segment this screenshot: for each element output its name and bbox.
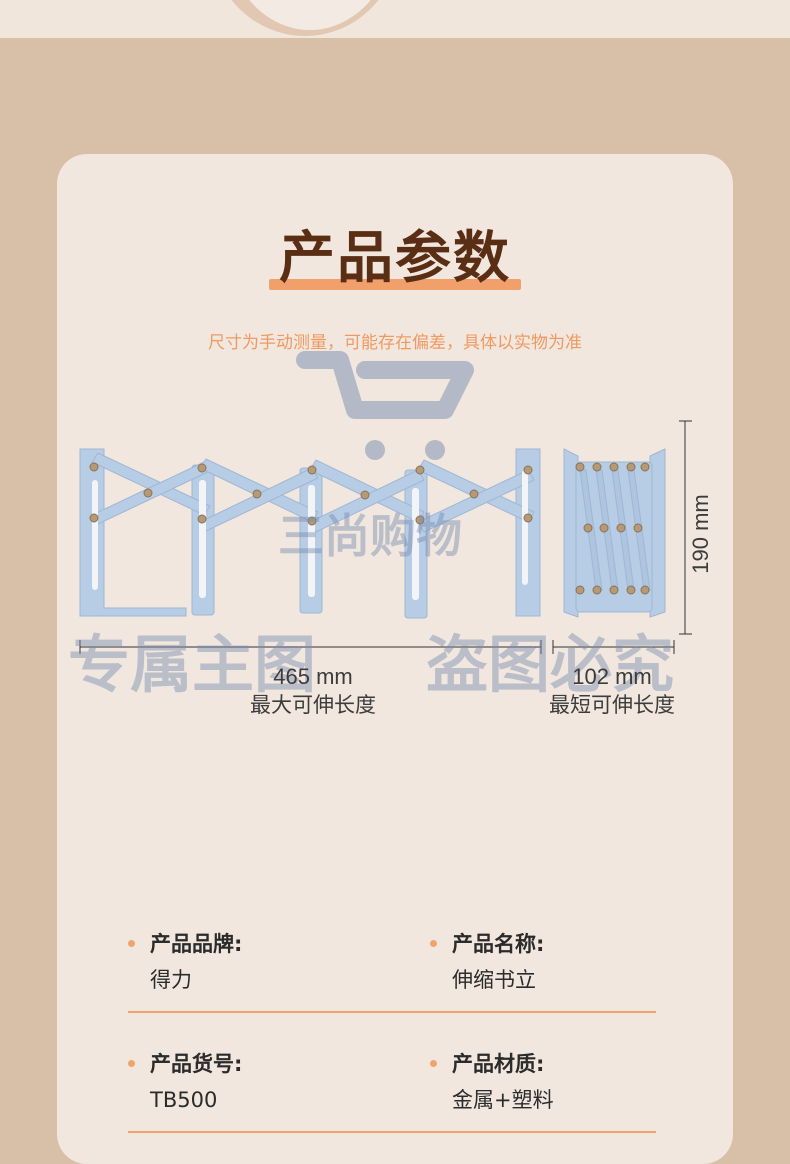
spec-key: 产品名称: bbox=[452, 932, 545, 956]
collapsed-rivets bbox=[575, 462, 650, 595]
title-underline bbox=[269, 279, 521, 290]
bullet-dot bbox=[128, 1060, 135, 1067]
max-length-value: 465 mm bbox=[273, 664, 353, 689]
spec-divider bbox=[128, 1011, 656, 1013]
height-value: 190 mm bbox=[688, 494, 713, 574]
min-length-label: 最短可伸长度 bbox=[549, 693, 675, 717]
spec-key: 产品品牌: bbox=[150, 932, 243, 956]
spec-value: 伸缩书立 bbox=[452, 968, 536, 992]
measurement-note: 尺寸为手动测量，可能存在偏差，具体以实物为准 bbox=[208, 333, 582, 353]
spec-value: TB500 bbox=[150, 1088, 218, 1112]
dimension-lines bbox=[79, 420, 692, 654]
spec-key: 产品材质: bbox=[452, 1052, 545, 1076]
top-photo-strip bbox=[0, 0, 790, 38]
title-block: 产品参数 bbox=[57, 224, 733, 294]
bullet-dot bbox=[430, 940, 437, 947]
spec-row-2: 产品货号: TB500 产品材质: 金属+塑料 bbox=[128, 1050, 656, 1160]
spec-row-1: 产品品牌: 得力 产品名称: 伸缩书立 bbox=[128, 930, 656, 1040]
spec-value: 金属+塑料 bbox=[452, 1088, 554, 1112]
parameters-card: 产品参数 尺寸为手动测量，可能存在偏差，具体以实物为准 bbox=[57, 154, 733, 1164]
bullet-dot bbox=[128, 940, 135, 947]
min-length-value: 102 mm bbox=[572, 664, 652, 689]
bullet-dot bbox=[430, 1060, 437, 1067]
page-title: 产品参数 bbox=[279, 226, 511, 291]
max-length-label: 最大可伸长度 bbox=[250, 693, 376, 717]
spec-divider bbox=[128, 1131, 656, 1133]
rivets bbox=[89, 462, 533, 526]
stand-slots bbox=[92, 470, 528, 600]
spec-value: 得力 bbox=[150, 968, 192, 992]
spec-key: 产品货号: bbox=[150, 1052, 243, 1076]
